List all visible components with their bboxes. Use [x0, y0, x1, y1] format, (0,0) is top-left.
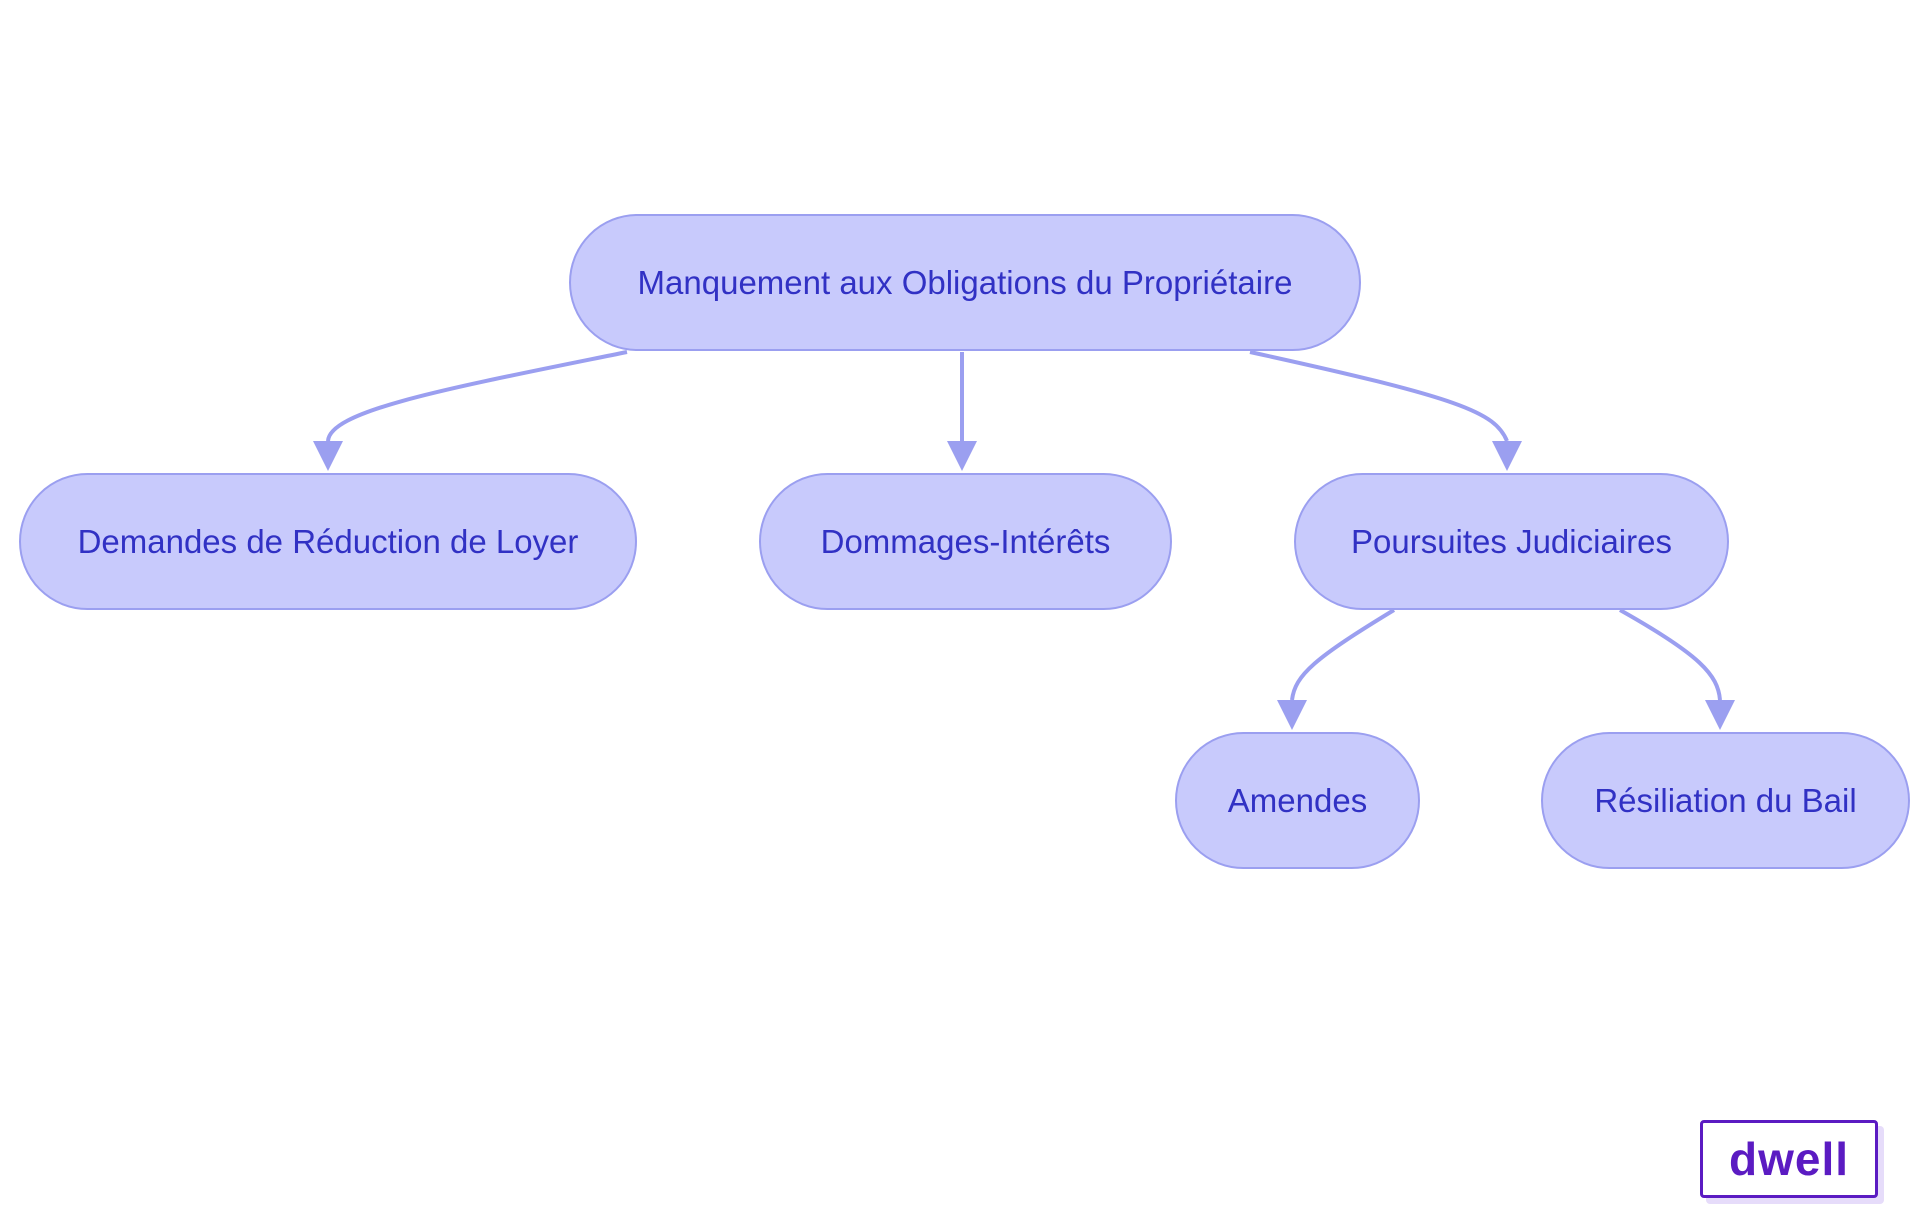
node-lease-termination: Résiliation du Bail — [1541, 732, 1910, 869]
node-root-label: Manquement aux Obligations du Propriétai… — [637, 263, 1293, 301]
node-lease-termination-label: Résiliation du Bail — [1594, 781, 1857, 819]
edge-lawsuits-to-lease-termination — [1619, 608, 1722, 701]
edge-root-to-lawsuits — [1249, 350, 1509, 442]
dwell-logo: dwell — [1700, 1120, 1878, 1198]
node-fines: Amendes — [1175, 732, 1420, 869]
arrowhead-fines — [1277, 700, 1307, 730]
node-lawsuits-label: Poursuites Judiciaires — [1351, 522, 1672, 560]
node-damages-label: Dommages-Intérêts — [820, 522, 1111, 560]
edge-lawsuits-to-fines — [1290, 608, 1396, 701]
node-lawsuits: Poursuites Judiciaires — [1294, 473, 1729, 610]
edge-root-to-rent-reduction — [326, 350, 628, 442]
node-rent-reduction: Demandes de Réduction de Loyer — [19, 473, 637, 610]
dwell-logo-text: dwell — [1728, 1133, 1850, 1185]
node-damages: Dommages-Intérêts — [759, 473, 1172, 610]
node-fines-label: Amendes — [1227, 781, 1368, 819]
arrowhead-lease-termination — [1705, 700, 1735, 730]
arrowhead-lawsuits — [1492, 441, 1522, 471]
arrowhead-rent-reduction — [313, 441, 343, 471]
node-rent-reduction-label: Demandes de Réduction de Loyer — [77, 522, 579, 560]
node-root: Manquement aux Obligations du Propriétai… — [569, 214, 1361, 351]
arrowhead-damages — [947, 441, 977, 471]
